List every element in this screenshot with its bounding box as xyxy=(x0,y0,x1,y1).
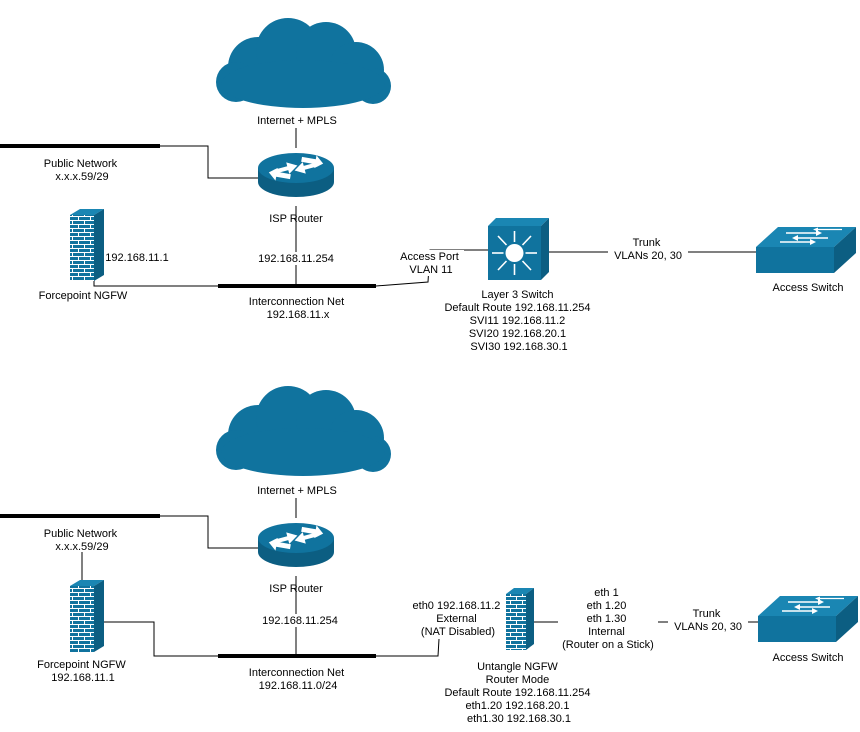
router-icon xyxy=(258,152,334,197)
isp-router-label: ISP Router xyxy=(269,213,323,225)
bottom-diagram: Internet + MPLS ISP Router Public Networ… xyxy=(0,386,859,725)
trunk-label: Trunk VLANs 20, 30 xyxy=(674,608,742,633)
cloud-label: Internet + MPLS xyxy=(257,115,337,127)
forcepoint-ip-label: 192.168.11.1 xyxy=(105,252,168,264)
access-switch-icon xyxy=(755,226,857,274)
layer3-switch-label: Layer 3 Switch Default Route 192.168.11.… xyxy=(444,289,593,353)
layer3-switch-icon xyxy=(488,218,549,280)
interconnection-net-label: Interconnection Net 192.168.11.0/24 xyxy=(249,667,347,692)
eth1-internal-label: eth 1 eth 1.20 eth 1.30 Internal (Router… xyxy=(562,587,654,651)
untangle-ngfw-label: Untangle NGFW Router Mode Default Route … xyxy=(444,661,593,725)
top-diagram: Internet + MPLS ISP Router xyxy=(0,18,857,353)
cloud-icon xyxy=(216,386,391,476)
forcepoint-to-interconnection-link xyxy=(94,621,218,657)
isp-router-label: ISP Router xyxy=(269,583,323,595)
router-icon xyxy=(258,522,334,567)
access-switch-label: Access Switch xyxy=(773,282,844,294)
public-network-link xyxy=(160,145,258,179)
public-network-link xyxy=(160,515,258,549)
isp-router-ip-label: 192.168.11.254 xyxy=(262,615,338,627)
firewall-brick-icon xyxy=(506,588,534,650)
public-network-label: Public Network x.x.x.59/29 xyxy=(44,528,120,553)
cloud-label: Internet + MPLS xyxy=(257,485,337,497)
isp-router-ip-label: 192.168.11.254 xyxy=(258,253,334,265)
access-port-label: Access Port VLAN 11 xyxy=(400,251,462,276)
trunk-label: Trunk VLANs 20, 30 xyxy=(614,237,682,262)
firewall-brick-icon xyxy=(70,209,104,281)
firewall-brick-icon xyxy=(70,580,104,652)
access-switch-label: Access Switch xyxy=(773,652,844,664)
interconnection-net-label: Interconnection Net 192.168.11.x xyxy=(249,296,347,321)
access-switch-icon xyxy=(757,595,859,643)
eth0-external-label: eth0 192.168.11.2 External (NAT Disabled… xyxy=(413,600,504,638)
public-network-label: Public Network x.x.x.59/29 xyxy=(44,158,120,183)
forcepoint-label: Forcepoint NGFW xyxy=(39,290,128,302)
forcepoint-label: Forcepoint NGFW 192.168.11.1 xyxy=(37,659,129,684)
cloud-icon xyxy=(216,18,391,108)
